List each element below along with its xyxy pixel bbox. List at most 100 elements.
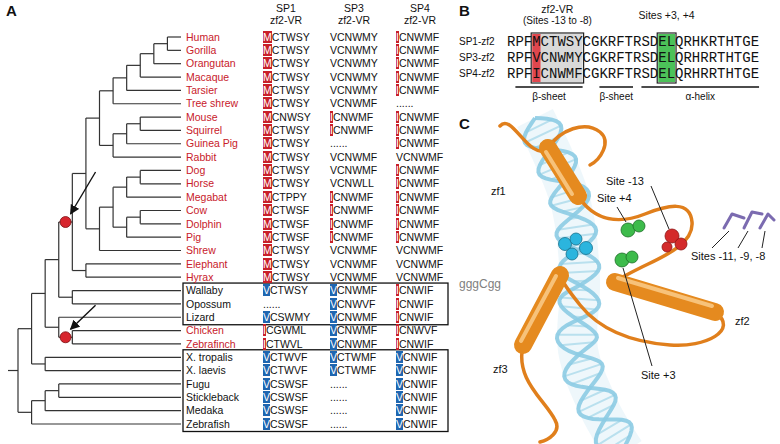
- coil: [578, 196, 692, 282]
- taxon-name: Megabat: [186, 191, 227, 204]
- finger-label: zf1: [490, 185, 507, 198]
- sequence-cell: MCTWSY: [263, 31, 310, 44]
- sequence-cell: VCNWIF: [396, 364, 437, 377]
- sequence-cell: MCTPPY: [263, 191, 307, 204]
- sequence-cell: ICNWMF: [396, 57, 439, 70]
- tree-branch: [8, 370, 18, 371]
- clade-boxes: [183, 283, 448, 431]
- tree-branch: [86, 118, 100, 119]
- column-subheader: zf2-VR: [404, 14, 436, 27]
- sequence-cell: VCNWVF: [330, 298, 376, 311]
- sequence-cell: ICNWMF: [396, 204, 439, 217]
- column-subheader: zf2-VR: [338, 14, 370, 27]
- sequence-cell: VCNWMF: [396, 244, 443, 257]
- side-chain-sticks: [724, 212, 774, 228]
- tree-branch: [59, 317, 181, 318]
- sequence-cell: VCNWMF: [330, 284, 377, 297]
- tree-branch: [140, 223, 181, 224]
- tree-branch: [72, 270, 86, 271]
- tree-branch: [45, 327, 59, 328]
- sequence-cell: ICNWIF: [396, 298, 433, 311]
- column-header: SP3: [344, 2, 364, 15]
- tree-branch: [140, 116, 181, 117]
- event-marker: [60, 217, 71, 228]
- leader-line: [623, 268, 652, 366]
- taxon-name: Zebrafinch: [186, 338, 236, 351]
- tree-branch: [127, 65, 141, 66]
- sequence-cell: VCNWIF: [396, 391, 437, 404]
- sequence-cell: VCNWMY: [330, 57, 378, 70]
- sequence-cell: MCTWSY: [263, 271, 310, 284]
- tree-branch: [127, 143, 181, 144]
- protein-sequence: RPFICNWMFCGKRFTRSDELQRHRRTHTGE: [507, 66, 759, 83]
- tree-branch: [100, 145, 114, 146]
- leader-line: [712, 231, 729, 248]
- event-marker: [60, 332, 71, 343]
- sequence-cell: ICNWMF: [396, 164, 439, 177]
- column-header: SP1: [276, 2, 296, 15]
- taxon-name: Human: [186, 31, 220, 44]
- structure-label: β-sheet: [532, 91, 566, 103]
- sequence-name: SP3-zf2: [459, 52, 495, 64]
- site-label: Sites -11, -9, -8: [690, 250, 766, 263]
- sequence-cell: ......: [330, 137, 348, 150]
- sequence-name: SP4-zf2: [459, 68, 495, 80]
- sequence-cell: VCNWMF: [330, 244, 377, 257]
- tree-branch: [59, 383, 181, 384]
- sequence-cell: VCNWMF: [330, 151, 377, 164]
- tree-branch: [72, 303, 181, 304]
- taxon-name: Mouse: [186, 111, 218, 124]
- sequence-cell: MCTWSF: [263, 231, 309, 244]
- sequence-cell: ......: [330, 378, 348, 391]
- sequence-cell: ICNWMF: [396, 191, 439, 204]
- leader-lines: [617, 186, 765, 366]
- sequence-cell: ICNWMF: [396, 84, 439, 97]
- sequence-cell: VCSWSF: [263, 391, 308, 404]
- sequence-cell: VCTWVF: [263, 351, 307, 364]
- sequence-cell: MCTWSY: [263, 44, 310, 57]
- sequence-cell: ICNWIF: [396, 311, 433, 324]
- site-label: Site +4: [596, 192, 633, 205]
- clade-box: [183, 350, 448, 432]
- taxon-name: Fugu: [186, 378, 210, 391]
- tree-branch: [72, 173, 86, 174]
- sequence-cell: VCNWMF: [330, 324, 377, 337]
- panel-letter: B: [459, 2, 470, 20]
- tree-branch: [154, 43, 168, 44]
- taxon-name: Cow: [186, 204, 207, 217]
- sequence-cell: ICNWMF: [330, 204, 373, 217]
- finger-label: zf2: [734, 315, 751, 328]
- pointer-arrow: [71, 172, 96, 214]
- sequence-cell: VCNWIF: [396, 418, 437, 431]
- sequence-cell: VCNWIF: [396, 351, 437, 364]
- tree-branch: [86, 228, 100, 229]
- taxon-name: Guinea Pig: [186, 137, 238, 150]
- tree-branch: [127, 197, 181, 198]
- cyan-sphere: [566, 248, 578, 260]
- taxon-name: Zebrafish: [186, 418, 230, 431]
- green-sphere: [633, 220, 645, 232]
- column-subheader: zf2-VR: [270, 14, 302, 27]
- tree-branch: [127, 90, 181, 91]
- taxon-name: Opossum: [186, 298, 231, 311]
- taxon-name: Gorilla: [186, 44, 216, 57]
- sequence-cell: VCNWMF: [330, 311, 377, 324]
- sequence-cell: MCTWSY: [263, 151, 310, 164]
- protein-sequence: RPFMCTWSYCGKRFTRSDELQRHKRTHTGE: [507, 34, 759, 51]
- tree-branch: [100, 90, 114, 91]
- taxon-name: Chicken: [186, 324, 224, 337]
- tree-branch: [113, 133, 127, 134]
- sequence-name: SP1-zf2: [459, 36, 495, 48]
- tree-branch: [100, 250, 182, 251]
- sequence-cell: ICNWMF: [330, 111, 373, 124]
- taxon-name: Tarsier: [186, 84, 218, 97]
- leader-line: [617, 207, 626, 222]
- tree-branch: [45, 259, 59, 260]
- taxon-name: Dog: [186, 164, 205, 177]
- tree-branch: [127, 123, 141, 124]
- tree-branch: [59, 297, 73, 298]
- taxon-name: X. tropalis: [186, 351, 233, 364]
- sequence-cell: VCNWMY: [330, 44, 378, 57]
- red-sphere: [675, 238, 687, 250]
